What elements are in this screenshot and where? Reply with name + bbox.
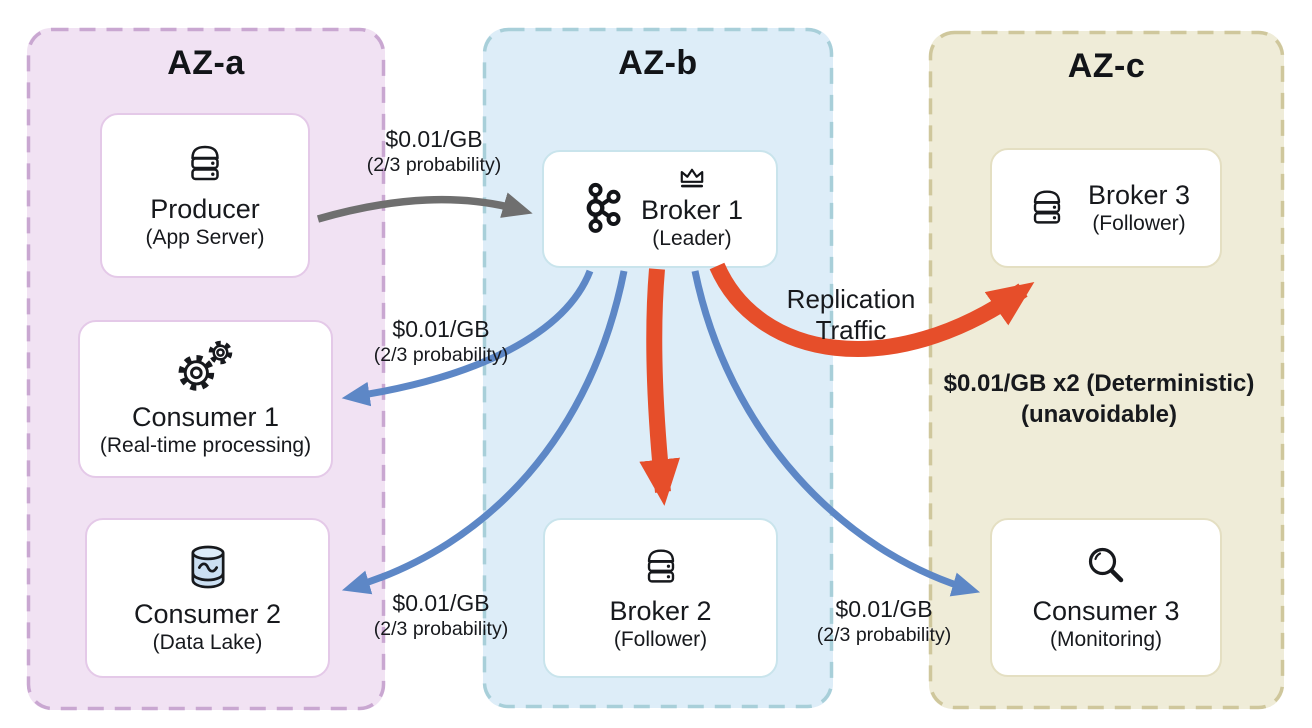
node-consumer2-subtitle: (Data Lake) xyxy=(152,630,263,654)
node-consumer3-title: Consumer 3 xyxy=(1032,596,1180,627)
zone-az-c-title: AZ-c xyxy=(1067,47,1146,85)
node-broker2: Broker 2 (Follower) xyxy=(543,518,778,678)
gears-icon xyxy=(174,340,238,396)
node-consumer1: Consumer 1 (Real-time processing) xyxy=(78,320,333,478)
zone-az-a-title: AZ-a xyxy=(167,44,245,82)
server-icon xyxy=(1022,185,1072,231)
node-broker2-subtitle: (Follower) xyxy=(613,627,708,651)
server-icon xyxy=(179,140,231,188)
crown-icon xyxy=(676,167,708,193)
node-broker1: Broker 1 (Leader) xyxy=(542,150,778,268)
magnifier-icon xyxy=(1081,542,1131,590)
edge-label-broker1-consumer1: $0.01/GB (2/3 probability) xyxy=(373,316,509,366)
node-broker1-subtitle: (Leader) xyxy=(652,226,732,250)
node-broker3-subtitle: (Follower) xyxy=(1092,211,1186,235)
database-icon xyxy=(181,541,235,593)
server-icon xyxy=(636,544,686,590)
node-consumer1-subtitle: (Real-time processing) xyxy=(99,433,312,457)
node-consumer3-subtitle: (Monitoring) xyxy=(1049,628,1163,652)
node-producer-title: Producer xyxy=(150,194,260,225)
node-broker2-title: Broker 2 xyxy=(609,595,712,626)
node-broker3-title: Broker 3 xyxy=(1087,179,1191,210)
edge-label-replication-traffic: Replication Traffic xyxy=(786,284,916,346)
node-producer: Producer (App Server) xyxy=(100,113,310,278)
node-consumer2-title: Consumer 2 xyxy=(133,598,282,629)
kafka-icon xyxy=(577,181,625,237)
node-producer-subtitle: (App Server) xyxy=(145,226,265,250)
node-broker1-title: Broker 1 xyxy=(640,194,744,225)
zone-az-b-title: AZ-b xyxy=(618,44,698,82)
edge-label-broker1-consumer2: $0.01/GB (2/3 probability) xyxy=(373,590,509,640)
edge-label-broker1-consumer3: $0.01/GB (2/3 probability) xyxy=(816,596,952,646)
node-consumer2: Consumer 2 (Data Lake) xyxy=(85,518,330,678)
edge-label-producer-broker1: $0.01/GB (2/3 probability) xyxy=(366,126,502,176)
node-broker3: Broker 3 (Follower) xyxy=(990,148,1222,268)
node-consumer1-title: Consumer 1 xyxy=(131,401,280,432)
edge-label-deterministic-cost: $0.01/GB x2 (Deterministic) (unavoidable… xyxy=(943,370,1255,429)
node-consumer3: Consumer 3 (Monitoring) xyxy=(990,518,1222,677)
